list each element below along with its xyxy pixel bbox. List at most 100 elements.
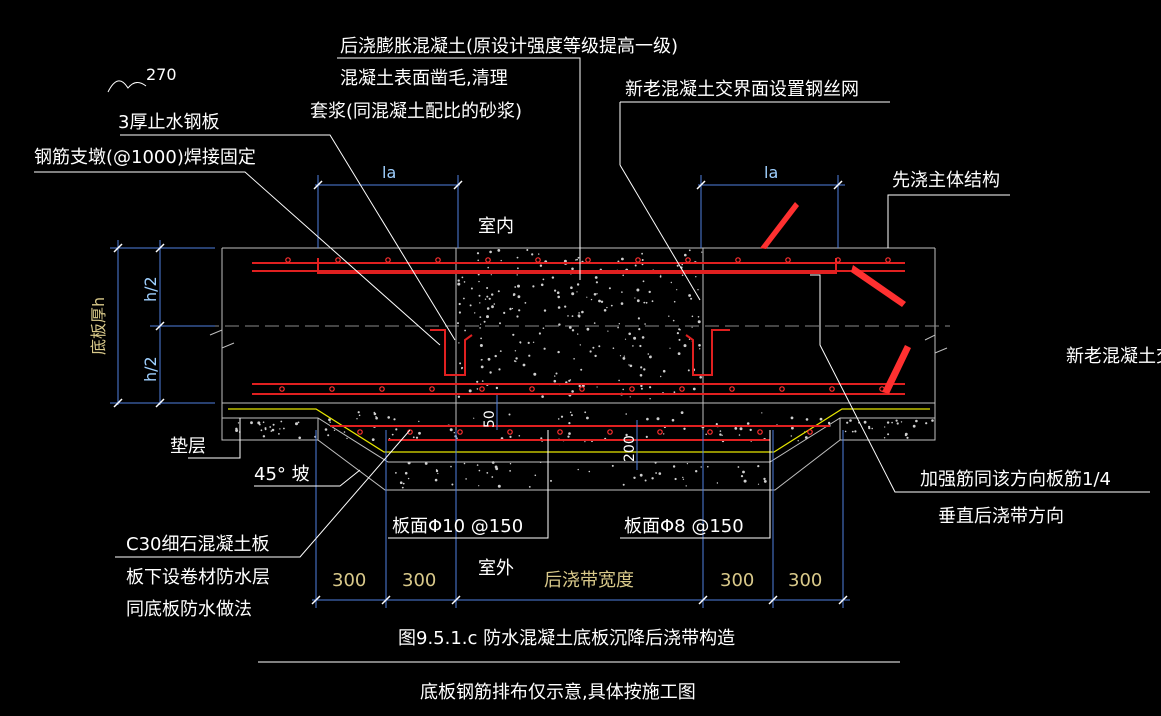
speckle-dot bbox=[539, 264, 543, 267]
speckle-dot bbox=[458, 311, 461, 314]
speckle-dot bbox=[578, 312, 580, 314]
speckle-dot bbox=[595, 281, 599, 284]
speckle-dot bbox=[644, 323, 646, 325]
speckle-dot bbox=[683, 344, 687, 348]
speckle-dot bbox=[586, 327, 590, 331]
speckle-dot bbox=[262, 421, 265, 424]
speckle-dot bbox=[677, 352, 681, 355]
speckle-dot bbox=[871, 427, 873, 430]
speckle-dot bbox=[395, 472, 397, 474]
speckle-dot bbox=[691, 315, 694, 318]
label-steel-plate-width: 270 bbox=[146, 65, 177, 84]
speckle-dot bbox=[646, 417, 649, 421]
label-cushion: 垫层 bbox=[170, 436, 206, 457]
speckle-dot bbox=[619, 355, 622, 357]
speckle-dot bbox=[699, 376, 702, 379]
speckle-dot bbox=[622, 357, 626, 360]
speckle-dot bbox=[790, 416, 794, 420]
speckle-dot bbox=[629, 396, 631, 398]
label-reinforce-2: 垂直后浇带方向 bbox=[938, 506, 1064, 527]
speckle-dot bbox=[518, 309, 521, 312]
speckle-dot bbox=[645, 301, 648, 304]
speckle-dot bbox=[683, 427, 686, 430]
speckle-dot bbox=[625, 433, 628, 437]
speckle-dot bbox=[851, 430, 854, 433]
speckle-dot bbox=[534, 474, 537, 477]
speckle-dot bbox=[461, 276, 464, 279]
speckle-dot bbox=[682, 476, 684, 479]
speckle-dot bbox=[912, 424, 916, 428]
speckle-dot bbox=[458, 302, 461, 306]
rebar-dot bbox=[685, 257, 691, 263]
speckle-dot bbox=[570, 286, 573, 290]
speckle-dot bbox=[669, 347, 671, 349]
label-dim-300-b: 300 bbox=[402, 570, 436, 591]
speckle-dot bbox=[705, 433, 707, 436]
slab-outline bbox=[205, 194, 1010, 430]
speckle-dot bbox=[707, 465, 709, 468]
speckle-dot bbox=[633, 476, 636, 479]
speckle-dot bbox=[612, 347, 615, 350]
speckle-dot bbox=[514, 350, 517, 352]
speckle-dot bbox=[849, 419, 852, 422]
speckle-dot bbox=[577, 468, 579, 471]
speckle-dot bbox=[660, 375, 662, 378]
speckle-dot bbox=[283, 427, 285, 430]
speckle-dot bbox=[480, 365, 484, 369]
leader-lines bbox=[34, 57, 1150, 663]
speckle-dot bbox=[518, 435, 521, 437]
label-c30-2: 板下设卷材防水层 bbox=[126, 567, 270, 588]
speckle-dot bbox=[542, 327, 545, 330]
rebar-dot bbox=[335, 257, 341, 263]
label-steel-plate: 3厚止水钢板 bbox=[118, 112, 219, 133]
speckle-dot bbox=[324, 428, 328, 431]
speckle-dot bbox=[687, 369, 690, 372]
speckle-dot bbox=[739, 427, 743, 431]
speckle-dot bbox=[499, 350, 502, 352]
speckle-dot bbox=[737, 466, 740, 468]
speckle-dot bbox=[551, 276, 555, 279]
speckle-dot bbox=[490, 274, 492, 276]
speckle-dot bbox=[688, 249, 691, 252]
speckle-dot bbox=[643, 301, 646, 304]
speckle-dot bbox=[329, 421, 331, 423]
arrow-icon bbox=[882, 345, 911, 394]
speckle-dot bbox=[742, 470, 745, 474]
speckle-dot bbox=[235, 429, 239, 432]
speckle-dot bbox=[649, 355, 652, 359]
rebar-dot bbox=[435, 257, 441, 263]
speckle-dot bbox=[557, 418, 560, 420]
speckle-dot bbox=[391, 433, 394, 436]
label-rebar-right: 板面Φ8 @150 bbox=[624, 516, 744, 537]
label-reinforce-1: 加强筋同该方向板筋1/4 bbox=[920, 469, 1111, 490]
speckle-dot bbox=[424, 462, 428, 465]
speckle-dot bbox=[573, 358, 575, 360]
speckle-dot bbox=[393, 418, 396, 421]
speckle-dot bbox=[640, 387, 643, 390]
speckle-dot bbox=[621, 257, 624, 261]
speckle-dot bbox=[500, 259, 502, 262]
arrow-icon bbox=[760, 202, 799, 249]
label-rebar-support: 钢筋支墩(@1000)焊接固定 bbox=[34, 147, 256, 168]
speckle-dot bbox=[578, 315, 581, 318]
speckle-dot bbox=[611, 464, 614, 467]
speckle-dot bbox=[554, 289, 557, 292]
dimension-tick bbox=[113, 398, 123, 408]
speckle-dot bbox=[636, 288, 640, 292]
speckle-dot bbox=[791, 426, 794, 430]
speckle-dot bbox=[647, 353, 650, 355]
label-la-left: la bbox=[382, 163, 396, 182]
speckle-dot bbox=[550, 479, 552, 482]
speckle-dot bbox=[695, 276, 697, 278]
speckle-dot bbox=[623, 355, 625, 357]
label-dim-50: 50 bbox=[482, 410, 498, 428]
speckle-dot bbox=[516, 256, 519, 259]
dimension-tick bbox=[698, 595, 708, 605]
speckle-dot bbox=[643, 368, 646, 371]
speckle-dot bbox=[596, 293, 598, 295]
speckle-dot bbox=[642, 280, 645, 283]
speckle-dot bbox=[395, 428, 398, 431]
rebar-dot bbox=[585, 257, 591, 263]
speckle-dot bbox=[895, 419, 898, 422]
